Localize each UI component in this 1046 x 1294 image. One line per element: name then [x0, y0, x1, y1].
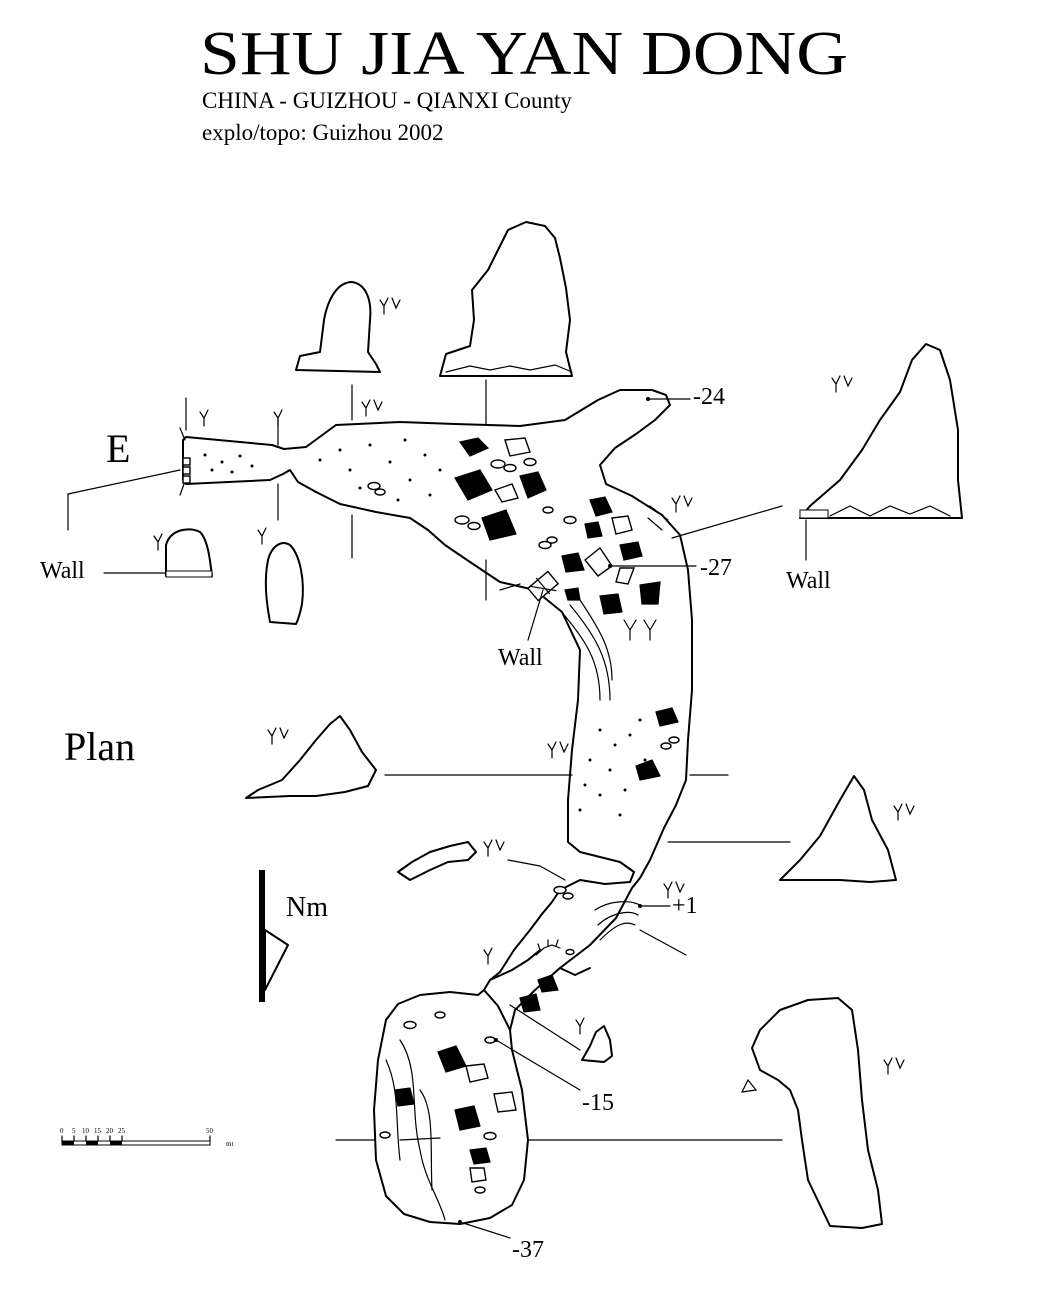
scale-bar: 0 5 10 15 20 25 50 mt	[60, 1127, 233, 1148]
label-leader-lines	[67, 397, 807, 1239]
cave-passage-outline	[182, 389, 693, 1225]
wall-label-west: Wall	[40, 558, 85, 584]
depth-label-minus-37: -37	[512, 1237, 544, 1263]
wall-label-center: Wall	[498, 645, 543, 671]
formation-symbols	[153, 297, 915, 1075]
depth-label-minus-24: -24	[693, 384, 725, 410]
inner-wall-symbol	[526, 570, 560, 602]
cross-section-profiles	[165, 221, 963, 1229]
cross-section-lines	[185, 379, 791, 1141]
scale-tick-5: 5	[72, 1127, 76, 1135]
scale-tick-0: 0	[60, 1127, 64, 1135]
boulder-symbols	[394, 437, 679, 1183]
wall-label-east: Wall	[786, 568, 831, 594]
north-label: Nm	[286, 892, 328, 923]
water-channel-lines	[385, 505, 669, 1221]
entrance-label: E	[106, 426, 130, 471]
depth-label-minus-27: -27	[700, 555, 732, 581]
scale-tick-10: 10	[82, 1127, 90, 1135]
map-location-subtitle: CHINA - GUIZHOU - QIANXI County	[202, 88, 572, 113]
scale-tick-50: 50	[206, 1127, 214, 1135]
scale-tick-25: 25	[118, 1127, 126, 1135]
scale-unit: mt	[226, 1140, 233, 1148]
map-title: SHU JIA YAN DONG	[200, 20, 848, 88]
sediment-dots	[203, 438, 647, 817]
scale-tick-15: 15	[94, 1127, 102, 1135]
map-survey-credit: explo/topo: Guizhou 2002	[202, 120, 443, 145]
entrance-wall-symbol	[179, 427, 191, 496]
depth-label-minus-15: -15	[582, 1090, 614, 1116]
depth-label-plus-1: +1	[672, 893, 698, 919]
scale-tick-20: 20	[106, 1127, 114, 1135]
pebble-clusters	[367, 457, 680, 1194]
north-arrow-icon	[259, 870, 289, 1002]
plan-view-label: Plan	[64, 724, 135, 769]
